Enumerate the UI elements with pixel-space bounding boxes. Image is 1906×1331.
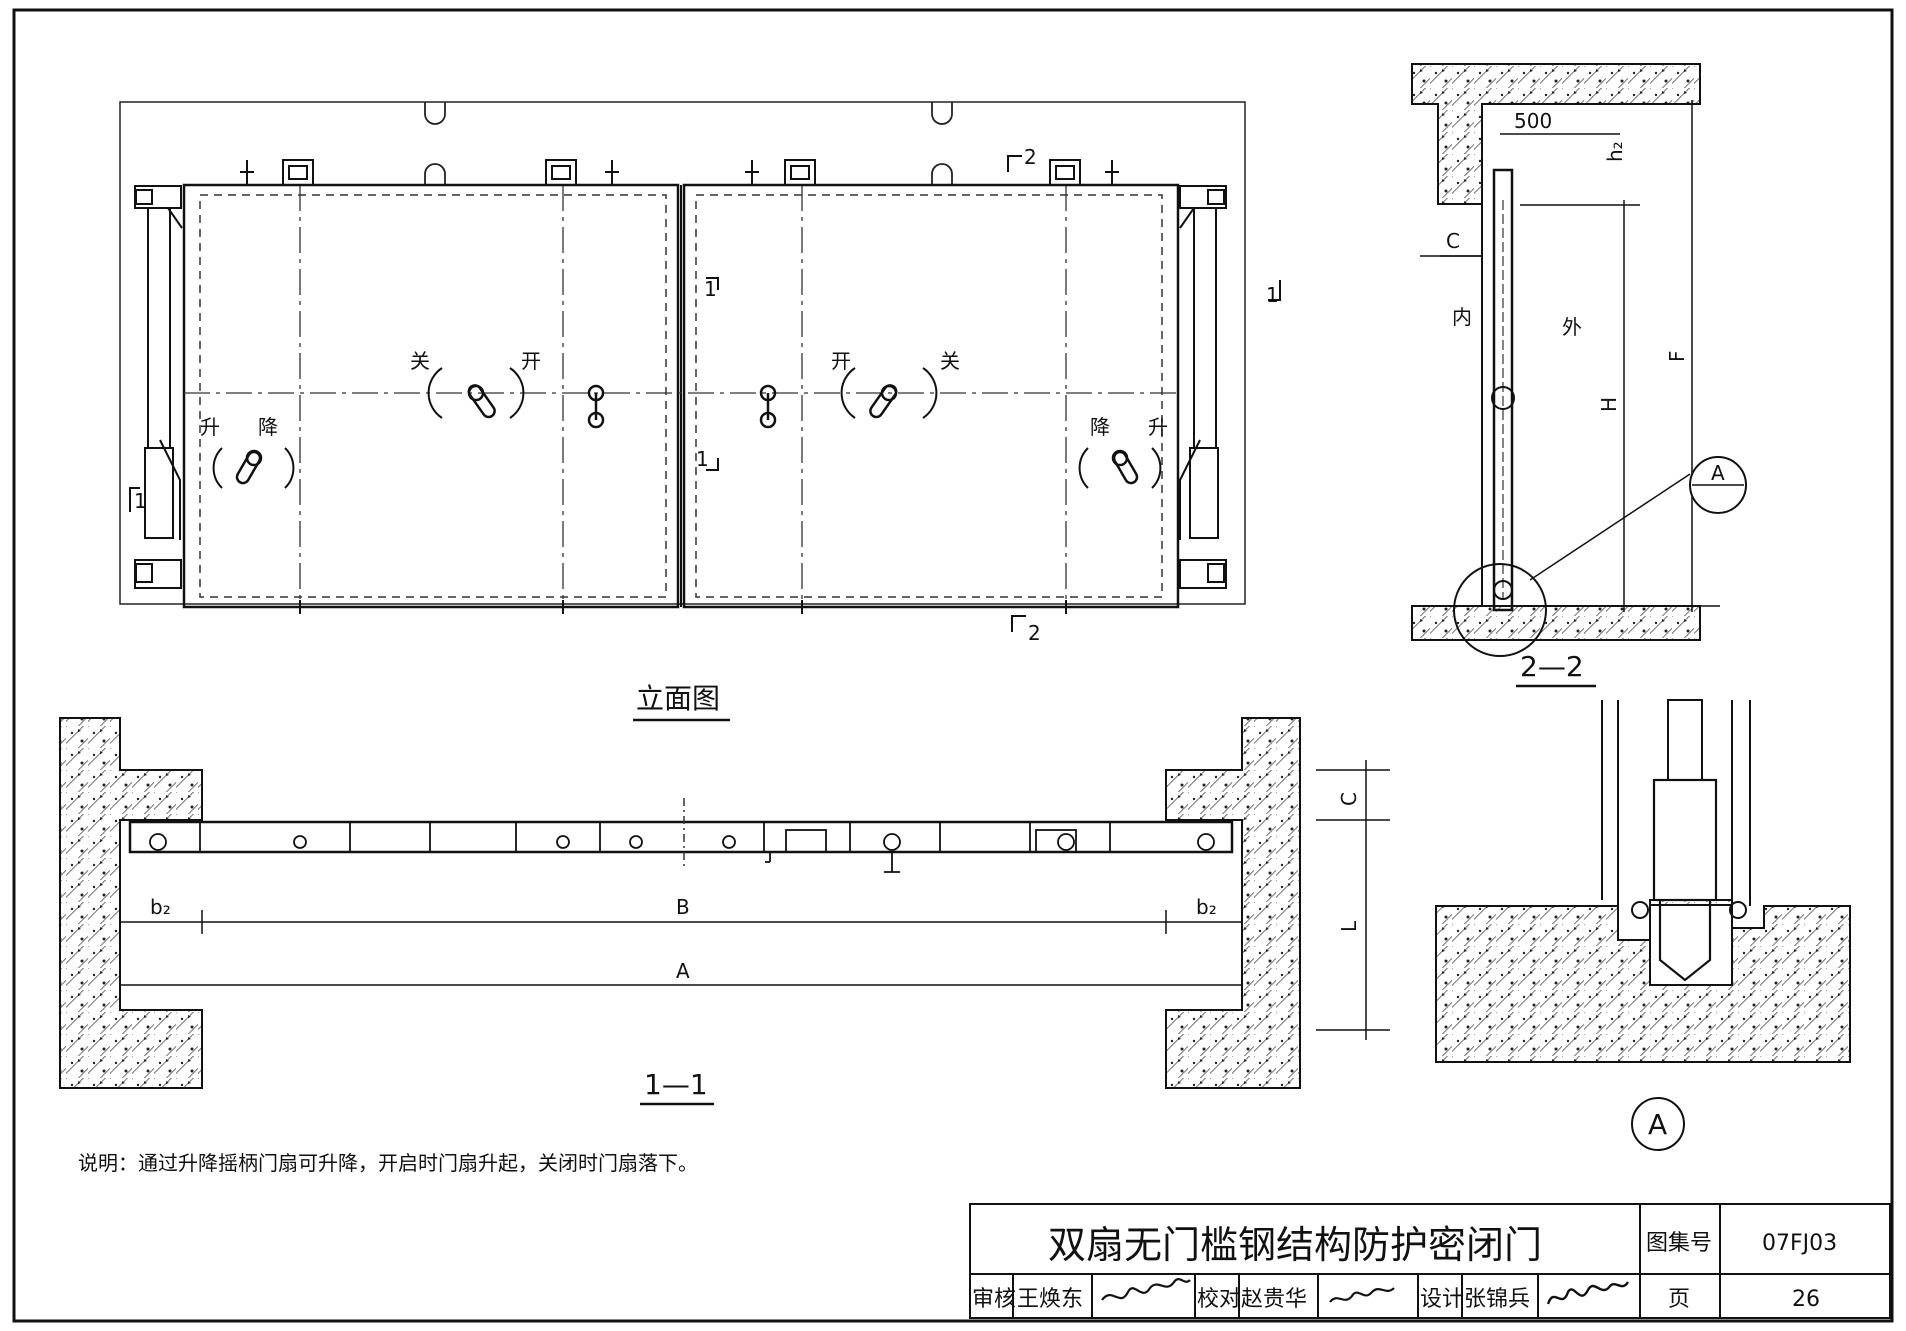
frame-notch bbox=[424, 102, 446, 125]
detail-roller bbox=[1631, 901, 1649, 919]
elevation-view: 关 开 开 关 升 降 降 升 2 2 1 1 1 1 立面图 bbox=[119, 101, 1281, 722]
label-close: 关 bbox=[410, 349, 430, 373]
reviewer-name: 王焕东 bbox=[1017, 1287, 1083, 1312]
frame-notch bbox=[424, 163, 446, 184]
drawing-title: 双扇无门槛钢结构防护密闭门 bbox=[1048, 1223, 1542, 1267]
atlas-label: 图集号 bbox=[1646, 1231, 1712, 1256]
top-brackets bbox=[240, 159, 1119, 186]
review-label: 审核 bbox=[972, 1287, 1016, 1312]
door-leaf-section bbox=[1492, 168, 1514, 612]
section-1-1-view: C L b₂ B b₂ A 1—1 bbox=[59, 717, 1390, 1106]
designer-name: 张锦兵 bbox=[1464, 1287, 1530, 1312]
left-wall bbox=[59, 717, 203, 1089]
title-block bbox=[969, 1203, 1891, 1319]
label-open: 开 bbox=[521, 349, 541, 373]
detail-a-title: A bbox=[1648, 1108, 1667, 1141]
hinge-roller bbox=[1491, 386, 1515, 410]
page-number: 26 bbox=[1792, 1287, 1820, 1312]
label-lower: 降 bbox=[1090, 415, 1110, 439]
elevation-title: 立面图 bbox=[636, 682, 720, 715]
label-inner: 内 bbox=[1452, 305, 1472, 329]
atlas-number: 07FJ03 bbox=[1762, 1231, 1837, 1256]
lift-foot bbox=[1658, 900, 1712, 982]
section-mark-1: 1 bbox=[1266, 283, 1279, 307]
frame-notch bbox=[931, 102, 953, 125]
leaf-inner-outline bbox=[695, 194, 1163, 598]
checker-name: 赵贵华 bbox=[1241, 1287, 1307, 1312]
section-1-1-title: 1—1 bbox=[644, 1068, 708, 1101]
designer-signature bbox=[1546, 1281, 1630, 1305]
dim-C: C bbox=[1337, 792, 1361, 806]
rotation-arrows bbox=[212, 367, 1162, 489]
label-outer: 外 bbox=[1562, 315, 1582, 339]
page-label: 页 bbox=[1668, 1287, 1690, 1312]
section-mark-1: 1 bbox=[696, 447, 709, 471]
design-label: 设计 bbox=[1420, 1287, 1464, 1312]
detail-title-bubble bbox=[1631, 1097, 1685, 1151]
door-plan-details bbox=[149, 822, 1215, 873]
right-lifting-post bbox=[1179, 185, 1227, 589]
section-mark-1: 1 bbox=[134, 489, 147, 513]
dim-vertical bbox=[1316, 760, 1390, 1040]
bottom-rollers bbox=[299, 600, 1067, 614]
label-raise: 升 bbox=[1148, 415, 1168, 439]
wall-opening-frame bbox=[119, 101, 1246, 605]
section-mark-2: 2 bbox=[1024, 145, 1037, 169]
guide-channel bbox=[1649, 904, 1733, 986]
label-raise: 升 bbox=[200, 415, 220, 439]
dim-500: 500 bbox=[1514, 109, 1552, 133]
section-mark-2: 2 bbox=[1028, 621, 1041, 645]
checker-signature bbox=[1329, 1287, 1395, 1303]
section-2-2-view: C 500 h₂ H F 内 外 A 2—2 bbox=[1411, 63, 1747, 688]
dim-b2-left: b₂ bbox=[150, 895, 171, 919]
dim-C-2: C bbox=[1446, 229, 1460, 253]
detail-roller bbox=[1729, 901, 1747, 919]
frame-notch bbox=[931, 163, 953, 184]
dim-L: L bbox=[1337, 920, 1361, 932]
label-close: 关 bbox=[940, 349, 960, 373]
sheet-border bbox=[12, 8, 1894, 1323]
lift-rod bbox=[1667, 699, 1703, 781]
door-leaf-right bbox=[682, 183, 1180, 609]
reviewer-signature bbox=[1101, 1278, 1191, 1301]
right-wall bbox=[1165, 717, 1301, 1089]
dim-b2-right: b₂ bbox=[1196, 895, 1217, 919]
door-leaf-left bbox=[182, 183, 680, 609]
label-lower: 降 bbox=[258, 415, 278, 439]
dim-F: F bbox=[1665, 350, 1689, 362]
section-markers bbox=[129, 155, 1281, 632]
detail-a-view: A bbox=[1435, 699, 1851, 1151]
detail-ref: A bbox=[1711, 461, 1725, 485]
section-2-2-title: 2—2 bbox=[1520, 650, 1584, 683]
detail-floor bbox=[1435, 899, 1851, 1063]
design-note: 说明：通过升降摇柄门扇可升降，开启时门扇升起，关闭时门扇落下。 bbox=[78, 1151, 698, 1175]
dim-B: B bbox=[676, 895, 690, 919]
detail-circle bbox=[1453, 563, 1547, 657]
section-mark-1: 1 bbox=[704, 277, 717, 301]
check-label: 校对 bbox=[1197, 1287, 1241, 1312]
lift-housing bbox=[1652, 778, 1718, 902]
dim-horizontal bbox=[119, 910, 1243, 995]
label-open: 开 bbox=[831, 349, 851, 373]
left-lifting-post bbox=[134, 185, 183, 589]
dim-h2: h₂ bbox=[1603, 141, 1627, 162]
bottom-roller bbox=[1493, 580, 1513, 600]
lever-handle bbox=[235, 384, 1139, 485]
door-plan-body bbox=[128, 820, 1234, 854]
dim-A: A bbox=[676, 959, 690, 983]
dim-H: H bbox=[1597, 397, 1621, 412]
